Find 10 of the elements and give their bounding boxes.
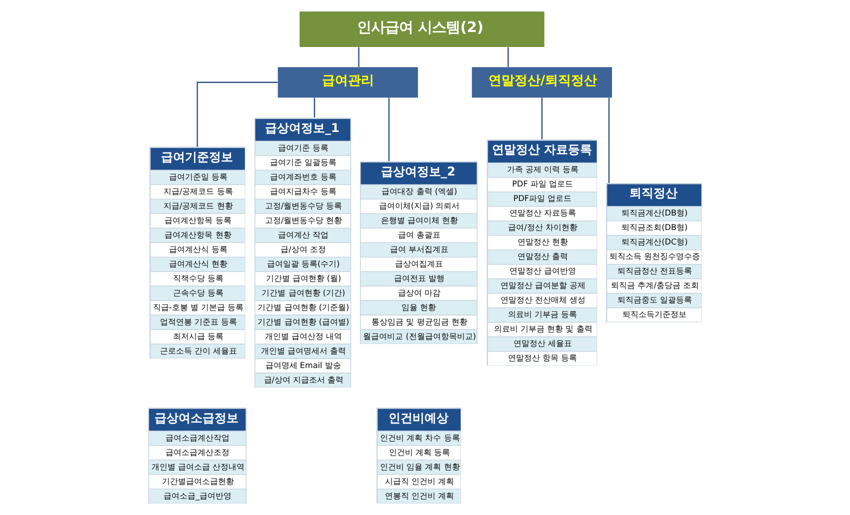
connector — [196, 82, 278, 147]
connector — [358, 47, 360, 67]
connector — [508, 47, 509, 67]
node-box: 인사급여 시스템(2) — [300, 12, 544, 47]
connector — [388, 98, 390, 162]
connector — [541, 98, 543, 140]
node-box: 급여관리 — [278, 67, 418, 98]
node-box: 연말정산/퇴직정산 — [472, 67, 612, 98]
connector — [314, 98, 316, 118]
connector — [608, 98, 610, 184]
